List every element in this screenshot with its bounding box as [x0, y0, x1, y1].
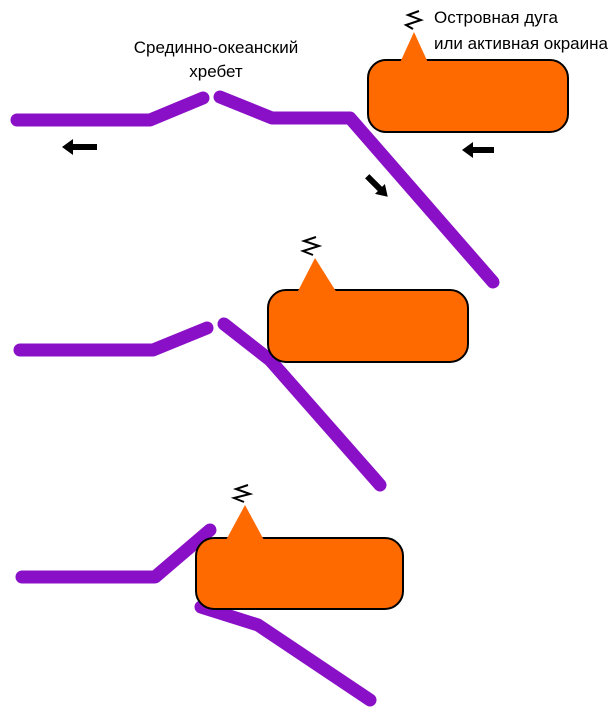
stage1-volcano	[398, 32, 430, 67]
stage3-right-oceanic-plate	[194, 600, 377, 707]
stage1-continent-block	[367, 59, 569, 133]
arc-label-line2: или активная окраина	[434, 34, 608, 53]
smoke-icon	[230, 484, 254, 503]
stage2-right-oceanic-plate	[217, 317, 387, 492]
arrow-icon	[62, 139, 97, 155]
ridge-label-line2: хребет	[189, 62, 243, 81]
arrow-icon	[462, 142, 494, 158]
stage2-left-oceanic-plate	[13, 321, 214, 357]
arc-label-line1: Островная дуга	[434, 8, 558, 27]
stage1-left-oceanic-plate	[10, 91, 210, 127]
stage1-right-oceanic-plate	[213, 90, 500, 289]
stage-3	[15, 484, 404, 707]
smoke-icon	[300, 236, 323, 256]
stage-1	[10, 10, 569, 289]
stage3-left-oceanic-plate	[15, 523, 217, 584]
stage3-continent-block	[195, 537, 404, 610]
stage-2	[13, 236, 469, 492]
ridge-label-line1: Срединно-океанский	[134, 38, 298, 57]
stage2-volcano	[297, 258, 337, 293]
arrow-icon	[365, 174, 388, 197]
smoke-icon	[403, 10, 424, 30]
stage2-continent-block	[267, 289, 469, 363]
stage3-volcano	[225, 505, 265, 542]
